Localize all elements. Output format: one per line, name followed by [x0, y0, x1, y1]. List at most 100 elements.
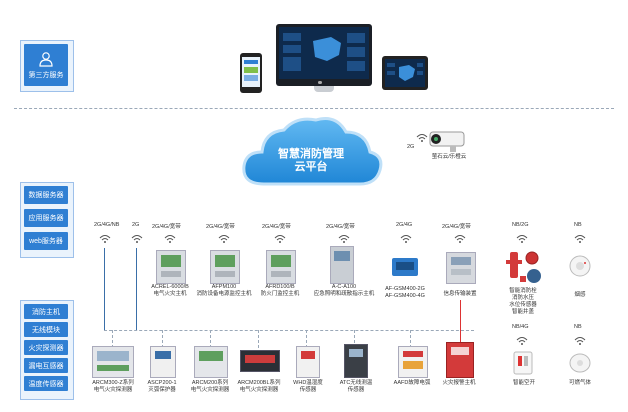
device-label: AF-GSM400-2G AF-GSM400-4G: [378, 286, 432, 300]
layer-separator: [14, 108, 614, 109]
gas-detector-icon[interactable]: [568, 352, 592, 374]
service-data-server[interactable]: 数据服务器: [24, 186, 68, 204]
wifi-icon: [516, 337, 528, 345]
type-fire-host[interactable]: 消防主机: [24, 304, 68, 319]
device-desc: 电气火灾探测器: [239, 387, 279, 393]
device-protocol: NB/4G: [512, 324, 529, 330]
platform-title: 智慧消防管理 云平台: [256, 148, 366, 174]
detector-device-1[interactable]: [92, 346, 134, 378]
device-label: ACREL-6000/B 电气火灾主机: [140, 284, 200, 298]
arc-fault-detector[interactable]: [398, 346, 428, 378]
wireless-temp-sensor[interactable]: [344, 344, 368, 378]
device-protocol: 2G/4G/宽带: [442, 224, 471, 230]
wifi-icon: [516, 235, 528, 243]
device-label: 火灾报警主机: [436, 380, 482, 387]
device-model: ARCM200系列: [191, 380, 229, 386]
wifi-icon: [416, 134, 428, 142]
connector-line: [136, 248, 137, 330]
device-label: ASCP200-1 灭弧保护器: [140, 380, 184, 394]
device-label: ATC无线测温 传感器: [336, 380, 376, 394]
smoke-detector-icon[interactable]: [568, 254, 592, 278]
device-desc: AF-GSM400-4G: [385, 293, 425, 299]
device-label: 可燃气体: [568, 380, 591, 386]
bus-drop: [354, 330, 355, 348]
wifi-icon: [164, 235, 176, 243]
device-label: 智能消防栓 消防水压 水位传感器 智能井盖: [509, 288, 537, 315]
bus-drop: [258, 330, 259, 348]
device-model: ARCM300-Z系列: [92, 380, 134, 386]
third-party-panel[interactable]: 第三方服务: [24, 44, 68, 86]
arc-protector[interactable]: [150, 346, 176, 378]
device-label: ARCM200BL系列 电气火灾探测器: [232, 380, 286, 394]
map-icon: [387, 63, 423, 81]
type-temp-sensor[interactable]: 温度传感器: [24, 376, 68, 391]
service-web-server[interactable]: web服务器: [24, 232, 68, 250]
device-protocol: 2G/4G/宽带: [262, 224, 291, 230]
device-label: 烟感: [574, 292, 586, 298]
device-desc: 电气火灾主机: [153, 291, 187, 297]
device-model: 火灾报警主机: [442, 380, 476, 386]
detector-device-3[interactable]: [240, 350, 280, 372]
device-desc: 电气火灾探测器: [93, 387, 133, 393]
device-desc: 防火门监控主机: [260, 291, 300, 297]
device-desc: 电气火灾探测器: [190, 387, 230, 393]
device-desc: 应急照明和疏散指示主机: [313, 291, 375, 297]
bus-line: [104, 330, 474, 331]
type-leakage-transformer[interactable]: 漏电互感器: [24, 358, 68, 373]
bus-drop: [162, 330, 163, 348]
device-model: 信息传输装置: [443, 291, 477, 297]
type-wireless-module[interactable]: 无线模块: [24, 322, 68, 337]
camera-protocol: 2G: [407, 144, 415, 150]
gateway-protocol-2: 2G: [132, 222, 140, 228]
connector-line: [104, 248, 105, 330]
device-model: ASCP200-1: [147, 380, 177, 386]
wifi-icon: [454, 235, 466, 243]
device-model: AFRD100/B: [265, 284, 295, 290]
device-label: AFPM100 消防设备电源监控主机: [192, 284, 256, 298]
device-label: A-C-A100 应急照明和疏散指示主机: [308, 284, 380, 298]
device-label: WHD温湿度 传感器: [286, 380, 330, 394]
fire-alarm-host[interactable]: [446, 342, 474, 378]
emergency-light-host[interactable]: [330, 246, 354, 284]
third-party-label: 第三方服务: [28, 71, 64, 79]
device-desc: 灭弧保护器: [148, 387, 176, 393]
desktop-monitor: [276, 24, 372, 86]
wifi-icon: [131, 235, 143, 243]
type-fire-detector[interactable]: 火灾探测器: [24, 340, 68, 355]
smart-breaker-icon[interactable]: [512, 350, 534, 376]
host-cabinet-3[interactable]: [266, 250, 296, 284]
device-desc: 传感器: [299, 387, 317, 393]
device-label: AFRD100/B 防火门监控主机: [250, 284, 310, 298]
monitor-stand: [314, 86, 334, 92]
device-model: AAFD故障电弧: [393, 380, 431, 386]
device-protocol: NB/2G: [512, 222, 529, 228]
device-protocol: 2G/4G/宽带: [152, 224, 181, 230]
platform-title-line2: 云平台: [294, 161, 328, 173]
device-protocol: 2G/4G: [396, 222, 413, 228]
host-cabinet-2[interactable]: [210, 250, 240, 284]
map-icon: [283, 33, 365, 71]
wifi-icon: [400, 235, 412, 243]
user-icon: [39, 51, 53, 67]
device-protocol: NB: [574, 324, 582, 330]
host-cabinet-1[interactable]: [156, 250, 186, 284]
device-model: ARCM200BL系列: [237, 380, 281, 386]
hydrant-icon[interactable]: [500, 246, 546, 286]
platform-title-line1: 智慧消防管理: [278, 148, 344, 160]
gsm-module[interactable]: [392, 258, 418, 276]
service-app-server[interactable]: 应用服务器: [24, 209, 68, 227]
device-model: AFPM100: [211, 284, 237, 290]
device-label: ARCM200系列 电气火灾探测器: [184, 380, 236, 394]
wifi-icon: [574, 337, 586, 345]
device-desc: 消防设备电源监控主机: [196, 291, 252, 297]
wifi-icon: [274, 235, 286, 243]
device-label: 智能空开: [512, 380, 535, 386]
tablet-device: [382, 56, 428, 90]
wifi-icon: [99, 235, 111, 243]
temp-humidity-sensor[interactable]: [296, 346, 320, 378]
wifi-icon: [218, 235, 230, 243]
device-model: ATC无线测温: [339, 380, 373, 386]
bus-drop: [410, 330, 411, 348]
info-transmitter[interactable]: [446, 252, 476, 284]
detector-device-2[interactable]: [194, 346, 228, 378]
